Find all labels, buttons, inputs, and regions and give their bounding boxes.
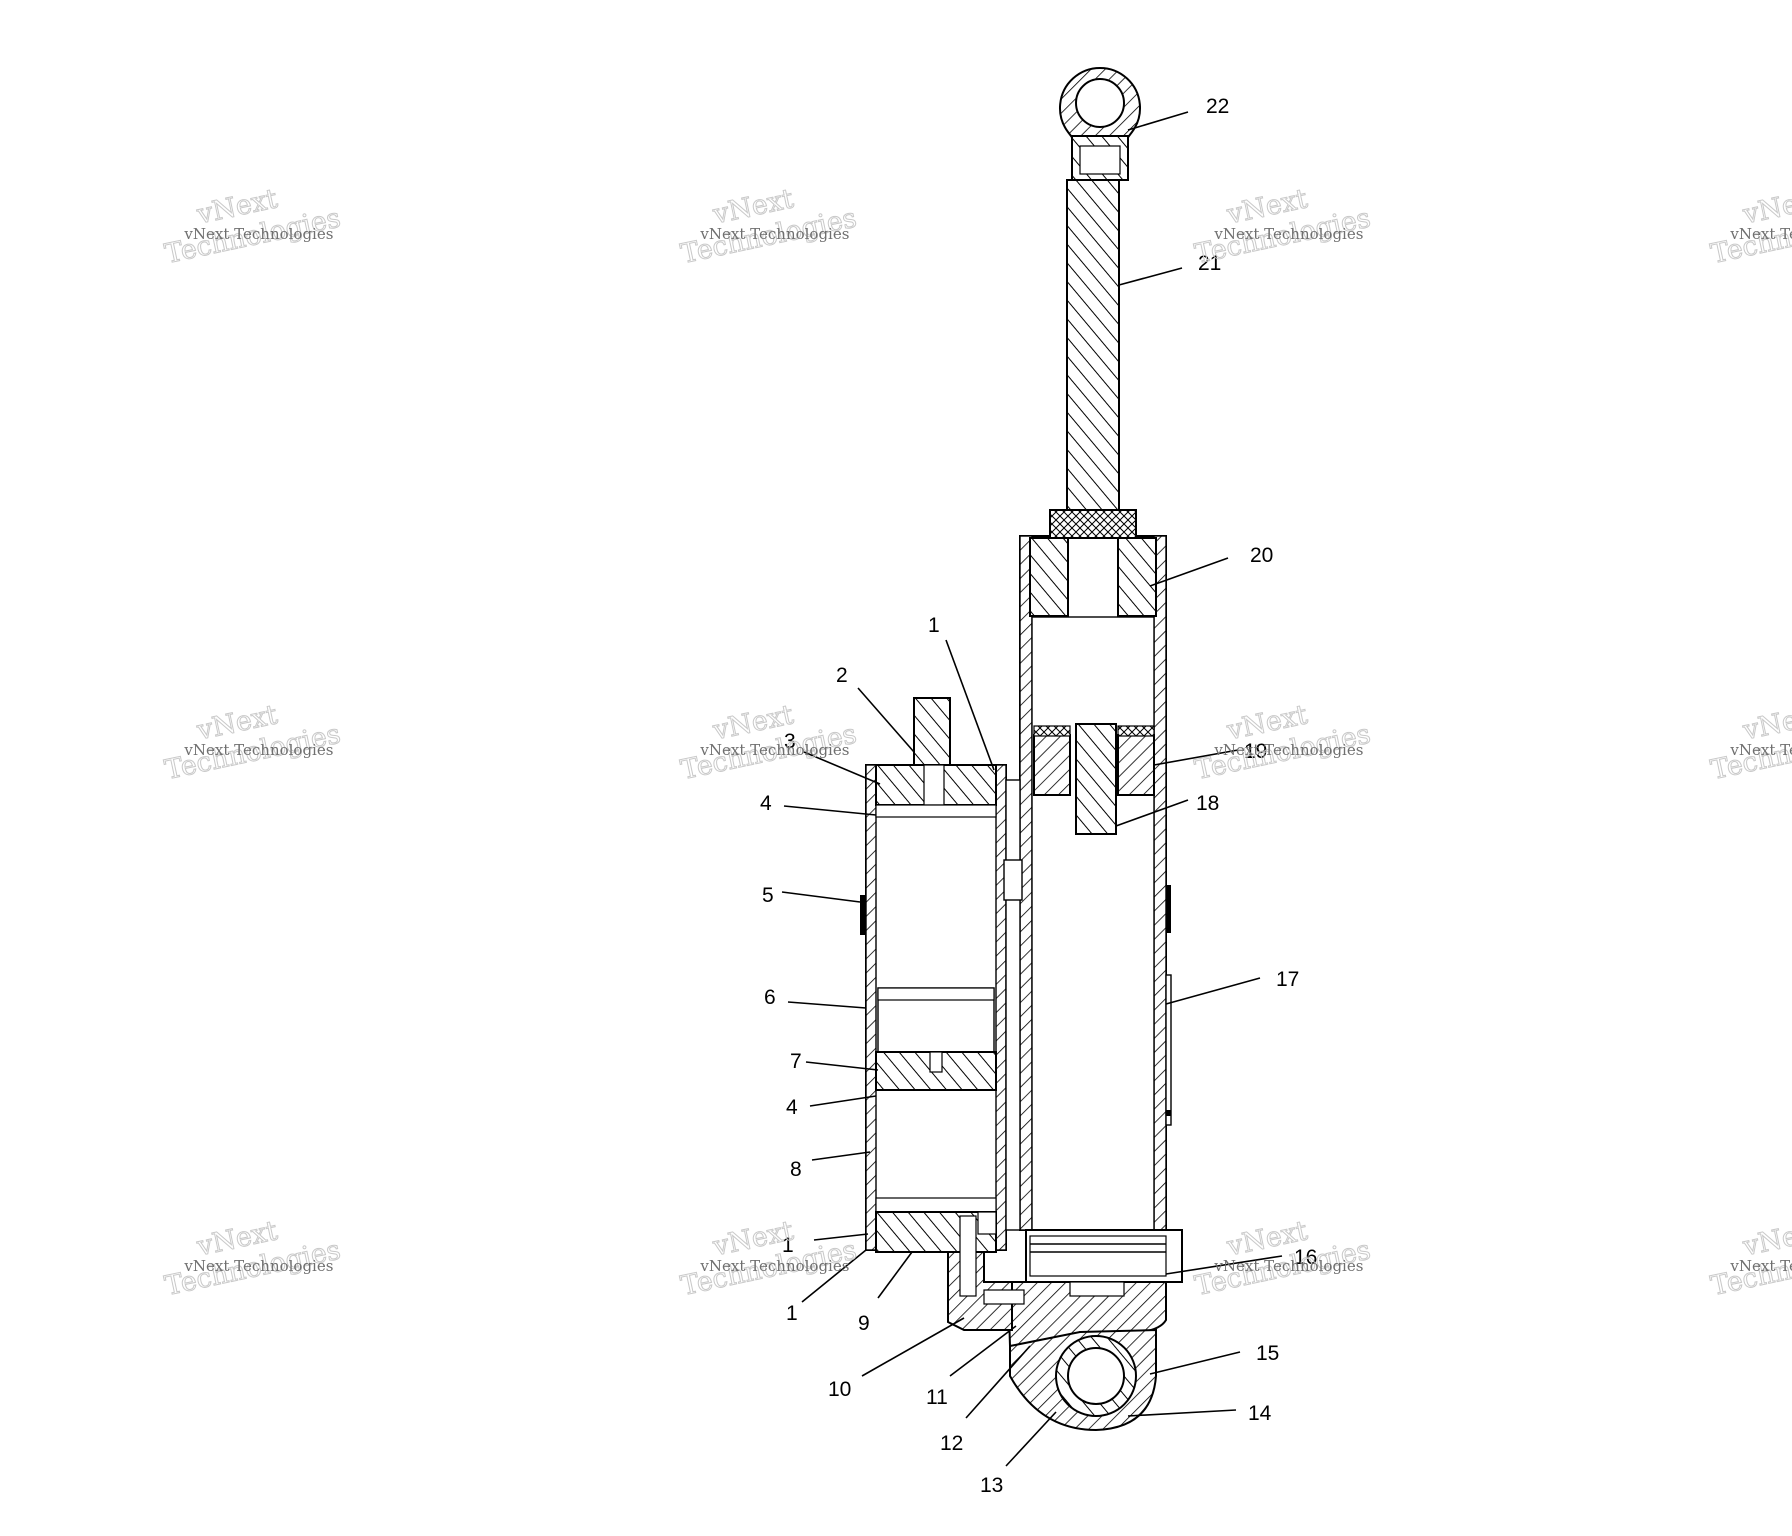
watermark-line: vNext Technologies (183, 225, 333, 243)
watermark-line: vNext Technologies (699, 741, 849, 759)
bottom-eyelet (1009, 1328, 1157, 1432)
watermark-line: vNext Technologies (699, 225, 849, 243)
seal-head (1029, 509, 1157, 617)
callout-8: 8 (790, 1158, 802, 1181)
callout-20: 20 (1250, 544, 1273, 567)
reservoir-cylinder (860, 697, 1007, 1253)
callout-10: 10 (828, 1378, 851, 1401)
watermark-line: vNext Technologies (183, 741, 333, 759)
callout-6: 6 (764, 986, 776, 1009)
watermark-line: vNext Technologies (1213, 1257, 1363, 1275)
callout-3: 3 (784, 730, 796, 753)
transfer-tube (947, 779, 1025, 1331)
callout-1-bottom: 1 (786, 1302, 798, 1325)
callout-1-mid: 1 (782, 1234, 794, 1257)
callout-22: 22 (1206, 95, 1229, 118)
callout-18: 18 (1196, 792, 1219, 815)
callout-16: 16 (1294, 1246, 1317, 1269)
callout-12: 12 (940, 1432, 963, 1455)
watermark-line: vNext Technologies (1729, 741, 1792, 759)
piston-assembly (1033, 723, 1155, 835)
callout-9: 9 (858, 1312, 870, 1335)
callout-19: 19 (1244, 740, 1267, 763)
watermark-line: vNext Technologies (1729, 225, 1792, 243)
callout-7: 7 (790, 1050, 802, 1073)
watermark-line: vNext Technologies (1213, 225, 1363, 243)
watermark-line: vNext Technologies (1729, 1257, 1792, 1275)
callout-2: 2 (836, 664, 848, 687)
main-cylinder (1019, 535, 1172, 1231)
callout-4-lower: 4 (786, 1096, 798, 1119)
callout-14: 14 (1248, 1402, 1272, 1425)
callout-13: 13 (980, 1474, 1003, 1497)
callout-1-top: 1 (928, 614, 940, 637)
callout-21: 21 (1198, 252, 1221, 275)
top-eyelet (1059, 67, 1141, 181)
leader-lines (781, 111, 1283, 1467)
watermark-line: vNext Technologies (1213, 741, 1363, 759)
callout-15: 15 (1256, 1342, 1279, 1365)
watermark-line: vNext Technologies (699, 1257, 849, 1275)
callout-4-upper: 4 (760, 792, 772, 815)
watermark-line: vNext Technologies (183, 1257, 333, 1275)
callout-labels: 22 21 20 1 2 3 4 19 18 5 17 6 7 4 8 1 16… (760, 95, 1317, 1497)
callout-5: 5 (762, 884, 774, 907)
callout-17: 17 (1276, 968, 1299, 991)
callout-11: 11 (926, 1386, 948, 1409)
bottom-mount (1006, 1229, 1183, 1347)
